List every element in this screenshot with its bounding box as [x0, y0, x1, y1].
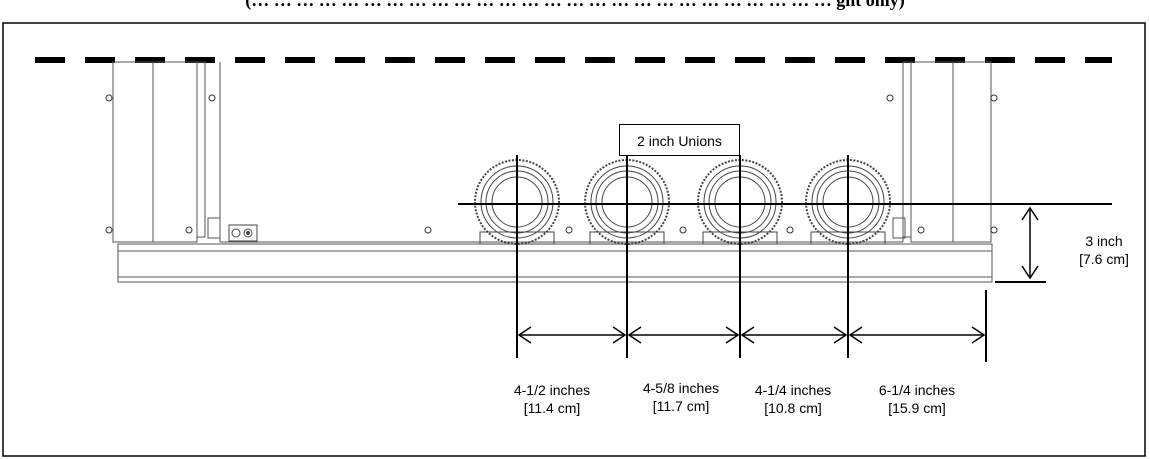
clipped-title: (… … … … … … … … … … … … … … … … … … … ……	[245, 0, 905, 10]
spacing-label-3-inches: 4-1/4 inches	[754, 382, 832, 398]
height-dimension-inches: 3 inch	[1085, 233, 1123, 249]
spacing-label-4-cm: [15.9 cm]	[888, 400, 946, 416]
right-housing	[892, 61, 992, 243]
spacing-label-2-inches: 4-5/8 inches	[642, 380, 720, 396]
spacing-label-1-inches: 4-1/2 inches	[513, 382, 591, 398]
height-dimension-label: 3 inch [7.6 cm]	[1064, 232, 1144, 268]
center-panel	[219, 62, 904, 243]
centerline-markers	[458, 155, 1112, 362]
base-rail	[117, 243, 993, 283]
spacing-label-3-cm: [10.8 cm]	[764, 400, 822, 416]
left-housing	[112, 61, 221, 243]
height-dimension-cm: [7.6 cm]	[1079, 251, 1129, 267]
spacing-label-2-cm: [11.7 cm]	[652, 398, 710, 414]
figure-frame	[2, 22, 1146, 457]
spacing-label-1-cm: [11.4 cm]	[523, 400, 581, 416]
spacing-label-1: 4-1/2 inches [11.4 cm]	[497, 381, 607, 417]
spacing-dimension-arrows	[517, 326, 986, 344]
electrical-box	[228, 224, 258, 242]
height-dimension-arrow	[1021, 206, 1039, 280]
spacing-label-4: 6-1/4 inches [15.9 cm]	[862, 381, 972, 417]
spacing-label-2: 4-5/8 inches [11.7 cm]	[626, 379, 736, 415]
spacing-label-4-inches: 6-1/4 inches	[878, 382, 956, 398]
unions-callout: 2 inch Unions	[619, 124, 740, 156]
spacing-label-3: 4-1/4 inches [10.8 cm]	[738, 381, 848, 417]
fastener-screws	[105, 94, 998, 234]
